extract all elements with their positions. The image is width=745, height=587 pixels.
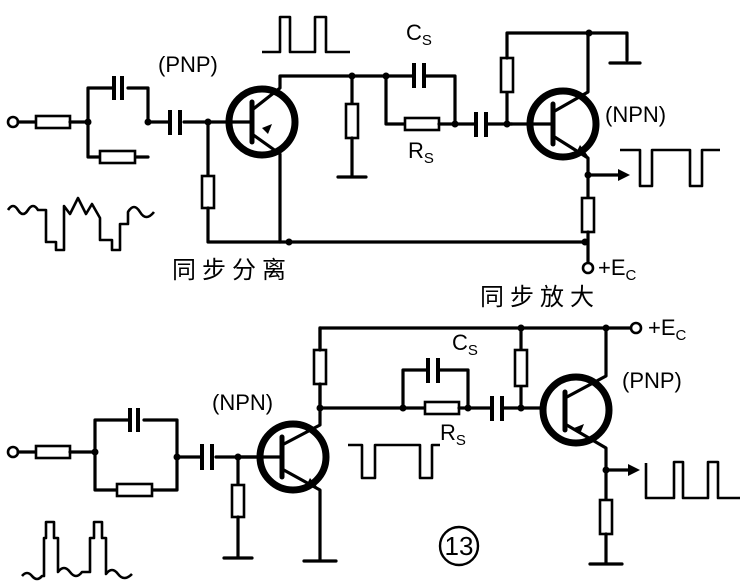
upper-cs-label: CS [406,20,432,49]
upper-caption-sync-separation: 同步分离 [172,256,292,284]
lower-output-arrow [628,464,640,476]
lower-ground-2 [588,532,624,566]
upper-q2-type-label: (NPN) [605,102,666,127]
upper-input-resistor [34,114,72,130]
upper-q2-bias-resistor [499,56,515,94]
lower-bias-resistor [230,483,246,519]
upper-pulse-wave-2 [620,148,720,188]
upper-q1-transistor [206,74,354,244]
upper-emitter-resistor [580,196,596,234]
upper-supply-terminal [581,261,595,275]
lower-cs-capacitor [426,358,440,383]
lower-pulse-wave-1 [348,443,440,480]
upper-rc-resistor [98,149,137,165]
upper-coupling-capacitor-2 [474,112,488,137]
lower-ground-1 [222,515,254,560]
lower-q2-type-label: (PNP) [622,368,682,393]
lower-rc-resistor [115,482,154,498]
lower-pulse-wave-2 [644,460,740,500]
upper-supply-label: +EC [598,255,637,284]
upper-rs-label: RS [408,138,434,167]
upper-ground-1 [336,136,368,179]
lower-input-signal-wave [21,520,133,581]
lower-rc-capacitor [128,408,140,432]
lower-q2-bias-resistor [513,348,529,388]
upper-pulse-wave-1 [262,15,350,54]
upper-output-arrow [618,169,630,181]
upper-caption-sync-amplification: 同步放大 [480,283,600,311]
lower-coupling-capacitor-2 [490,396,504,421]
lower-collector-resistor [312,348,328,386]
lower-input-resistor [34,444,72,460]
lower-rs-resistor [423,400,461,416]
lower-q2-transistor [539,326,613,472]
lower-supply-terminal [629,321,643,335]
upper-q1-type-label: (PNP) [158,52,218,77]
figure-number-badge: 13 [438,525,480,567]
upper-rc-capacitor [112,76,124,100]
lower-circuit: (NPN) (PNP) CS RS +EC 13 [6,315,740,581]
upper-q2-transistor [505,31,600,177]
upper-collector-resistor [344,102,360,140]
lower-emitter-resistor [598,498,614,536]
lower-q1-type-label: (NPN) [212,390,273,415]
lower-rs-label: RS [440,420,466,449]
lower-coupling-capacitor [200,444,214,470]
upper-cs-capacitor [412,63,426,88]
lower-supply-label: +EC [648,315,687,344]
upper-coupling-capacitor [168,110,182,135]
upper-rs-resistor [403,116,441,132]
lower-cs-label: CS [452,330,478,359]
upper-circuit: (PNP) (NPN) CS RS +EC 同步分离 同步放大 [6,15,720,311]
figure-number: 13 [445,531,474,561]
upper-bias-resistor [200,174,216,210]
upper-input-signal-wave [6,196,156,252]
